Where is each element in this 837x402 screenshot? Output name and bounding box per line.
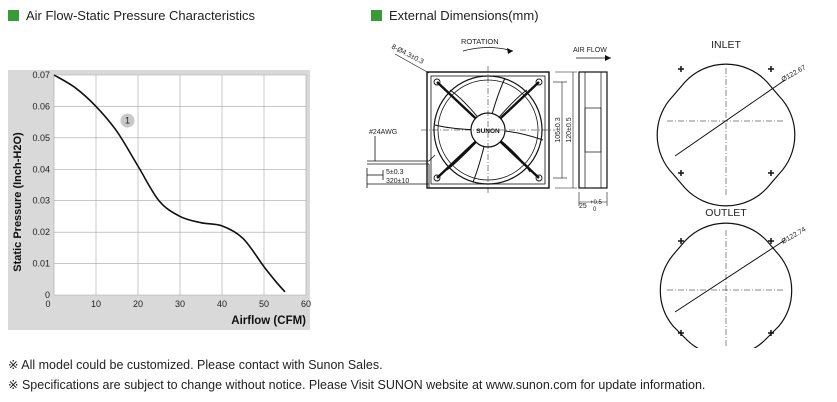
thickness-tolerance-lower: 0 bbox=[593, 207, 597, 213]
hole-spacing-label: 105±0.3 bbox=[555, 117, 562, 142]
x-tick-label-5: 50 bbox=[259, 299, 269, 309]
y-tick-label-0: 0 bbox=[45, 290, 50, 300]
section-title-dimensions: External Dimensions(mm) bbox=[371, 6, 539, 24]
dimensions-drawing: SUNON ROTATION 8-Ø4.3±0.3 105±0.3 120±0.… bbox=[366, 37, 808, 348]
rotation-arrowhead bbox=[507, 48, 513, 54]
x-tick-label-6: 60 bbox=[301, 299, 311, 309]
y-tick-label-2: 0.02 bbox=[32, 227, 50, 237]
outlet-label: OUTLET bbox=[705, 207, 747, 219]
grid-lines bbox=[53, 74, 307, 296]
outlet-diameter-label: Ø122.74 bbox=[781, 226, 808, 246]
frame-size-label: 120±0.5 bbox=[566, 117, 573, 142]
outlet-outline bbox=[659, 222, 793, 348]
lead-length-label: 320±10 bbox=[386, 178, 409, 185]
curve-marker-label: 1 bbox=[125, 116, 130, 126]
dimensions-title-text: External Dimensions(mm) bbox=[389, 7, 539, 23]
y-tick-label-4: 0.04 bbox=[32, 164, 50, 174]
x-tick-label-4: 40 bbox=[217, 299, 227, 309]
rotation-label: ROTATION bbox=[461, 37, 499, 46]
y-axis-label: Static Pressure (Inch-H2O) bbox=[12, 132, 24, 272]
x-tick-labels: 0 10 20 30 40 50 60 bbox=[45, 299, 311, 309]
x-tick-label-2: 20 bbox=[133, 299, 143, 309]
thickness-tolerance-upper: +0.5 bbox=[590, 200, 603, 206]
pq-chart: 0 0.01 0.02 0.03 0.04 0.05 0.06 0.07 0 10 20 30 40 5… bbox=[8, 70, 311, 330]
airflow-title-text: Air Flow-Static Pressure Characteristics bbox=[26, 7, 255, 23]
green-square-icon bbox=[8, 9, 19, 21]
wire-label: #24AWG bbox=[369, 129, 397, 136]
inlet-mount-holes bbox=[678, 66, 774, 176]
y-tick-label-6: 0.06 bbox=[32, 101, 50, 111]
x-tick-label-0: 0 bbox=[45, 299, 50, 309]
note-specifications: ※ Specifications are subject to change w… bbox=[8, 378, 706, 392]
inlet-diameter-label: Ø122.67 bbox=[781, 64, 808, 84]
airflow-arrowhead bbox=[605, 55, 611, 61]
inlet-label: INLET bbox=[711, 39, 741, 51]
x-tick-label-1: 10 bbox=[91, 299, 101, 309]
lead-wire bbox=[366, 136, 436, 188]
fan-front-view bbox=[421, 66, 555, 194]
pq-curve-line bbox=[53, 74, 286, 293]
y-tick-label-1: 0.01 bbox=[32, 259, 50, 269]
x-axis-label: Airflow (CFM) bbox=[231, 315, 306, 327]
brand-label: SUNON bbox=[476, 128, 500, 135]
curve-marker-badge bbox=[120, 113, 135, 128]
outlet-mount-holes bbox=[678, 238, 774, 336]
strip-length-label: 5±0.3 bbox=[386, 169, 404, 176]
thickness-label: 25 bbox=[579, 203, 587, 210]
note-customization: ※ All model could be customized. Please … bbox=[8, 358, 383, 372]
fan-side-view bbox=[578, 71, 608, 206]
green-square-icon bbox=[371, 9, 382, 21]
airflow-label: AIR FLOW bbox=[573, 47, 607, 54]
hole-label: 8-Ø4.3±0.3 bbox=[390, 44, 424, 66]
x-tick-label-3: 30 bbox=[175, 299, 185, 309]
y-tick-label-7: 0.07 bbox=[32, 70, 50, 80]
hole-leader bbox=[394, 53, 430, 74]
y-tick-label-3: 0.03 bbox=[32, 196, 50, 206]
section-title-airflow: Air Flow-Static Pressure Characteristics bbox=[8, 6, 255, 24]
inlet-outline bbox=[656, 63, 796, 207]
vertical-dimension-lines bbox=[553, 71, 577, 189]
y-tick-labels: 0 0.01 0.02 0.03 0.04 0.05 0.06 0.07 bbox=[32, 70, 50, 300]
rotation-arrow bbox=[462, 47, 514, 52]
y-tick-label-5: 0.05 bbox=[32, 133, 50, 143]
